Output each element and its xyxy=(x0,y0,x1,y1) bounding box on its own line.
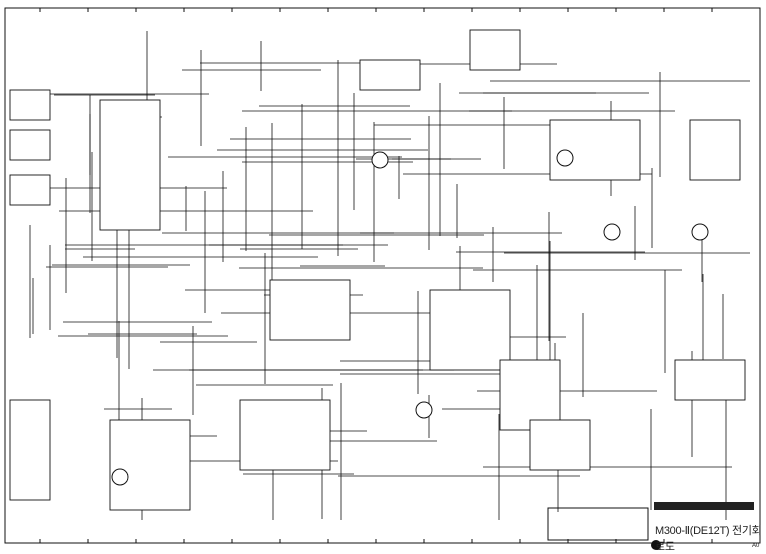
components xyxy=(9,29,746,511)
component-box xyxy=(469,29,521,71)
motor-symbol xyxy=(603,223,621,241)
component-box xyxy=(499,359,561,431)
component-box xyxy=(269,279,351,341)
component-box xyxy=(109,419,191,511)
drawing-title: M300-Ⅱ(DE12T) 전기회로도 xyxy=(655,525,762,553)
component-box xyxy=(689,119,741,181)
sheet-size: A0 xyxy=(752,543,760,549)
component-box xyxy=(674,359,746,401)
motor-symbol xyxy=(111,468,129,486)
title-block-header xyxy=(654,502,754,510)
component-box xyxy=(9,174,51,206)
component-box xyxy=(359,59,421,91)
component-box xyxy=(239,399,331,471)
component-box xyxy=(9,399,51,501)
component-box xyxy=(9,129,51,161)
motor-symbol xyxy=(415,401,433,419)
component-box xyxy=(9,89,51,121)
sheet-border xyxy=(4,7,761,544)
component-box xyxy=(429,289,511,371)
motor-symbol xyxy=(691,223,709,241)
motor-symbol xyxy=(371,151,389,169)
connector-table xyxy=(547,507,649,541)
component-box xyxy=(529,419,591,471)
company-logo xyxy=(651,540,661,550)
component-box xyxy=(99,99,161,231)
motor-symbol xyxy=(556,149,574,167)
